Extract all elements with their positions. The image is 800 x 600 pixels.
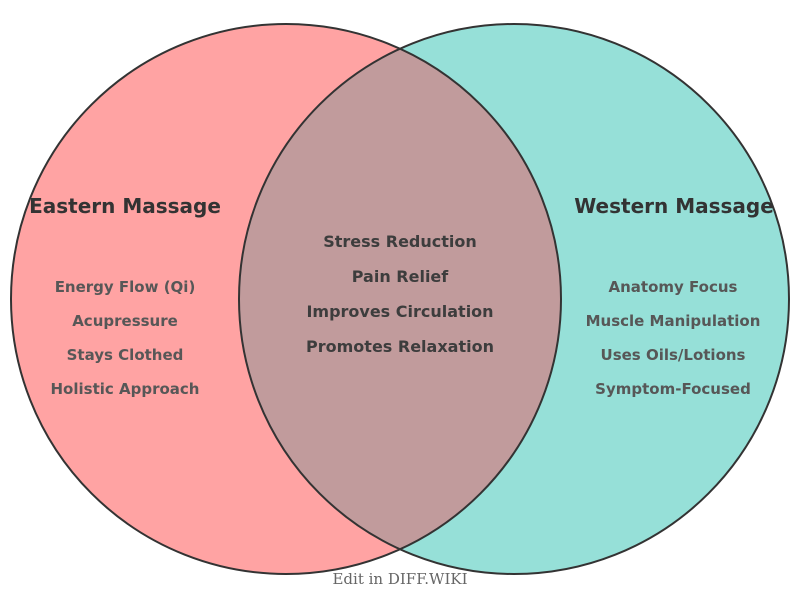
overlap-items: Stress Reduction Pain Relief Improves Ci… [280, 224, 520, 364]
right-item: Symptom-Focused [595, 380, 751, 398]
right-item: Anatomy Focus [608, 278, 738, 296]
left-set-items: Energy Flow (Qi) Acupressure Stays Cloth… [15, 270, 235, 406]
left-item: Stays Clothed [66, 346, 184, 364]
right-item: Uses Oils/Lotions [600, 346, 746, 364]
right-set-title: Western Massage [574, 194, 774, 218]
overlap-item: Pain Relief [351, 267, 449, 286]
left-item: Holistic Approach [50, 380, 200, 398]
right-item: Muscle Manipulation [585, 312, 761, 330]
overlap-item: Stress Reduction [323, 232, 477, 251]
left-set-title: Eastern Massage [29, 194, 221, 218]
overlap-region-fill [238, 48, 562, 550]
overlap-item: Improves Circulation [306, 302, 494, 321]
right-circle-outline [238, 23, 790, 575]
right-set-items: Anatomy Focus Muscle Manipulation Uses O… [563, 270, 783, 406]
overlap-item: Promotes Relaxation [306, 337, 494, 356]
left-item: Acupressure [72, 312, 178, 330]
edit-in-diffwiki-link[interactable]: Edit in DIFF.WIKI [332, 570, 468, 588]
left-item: Energy Flow (Qi) [54, 278, 196, 296]
left-circle-outline [10, 23, 562, 575]
